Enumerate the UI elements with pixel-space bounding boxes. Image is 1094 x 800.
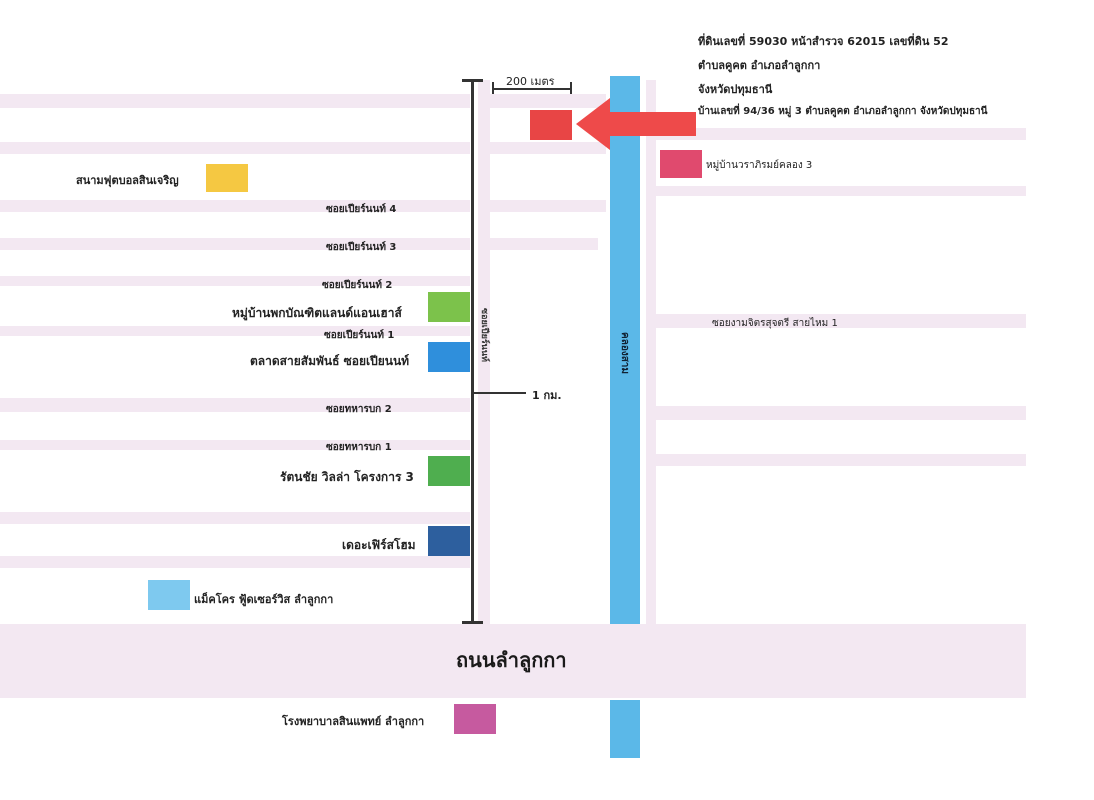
road-band-top (0, 94, 470, 108)
road-band-top-right (486, 94, 606, 108)
hospital-label: โรงพยาบาลสินแพทย์ ลำลูกกา (282, 715, 425, 728)
target-property-marker (530, 110, 572, 140)
road-band-right-2 (656, 186, 1026, 196)
arrow-left-icon (576, 98, 696, 150)
road-band-right-3 (656, 406, 1026, 420)
soi-label-2: ซอยเปียร์นนท์ 3 (326, 242, 397, 253)
road-band-7 (0, 512, 470, 524)
soi-label-3: ซอยเปียร์นนท์ 2 (322, 280, 393, 291)
canal-label: คลองสาม (619, 332, 630, 375)
right-vertical-road (646, 80, 656, 624)
first-home-marker (428, 526, 470, 556)
soi-label-1: ซอยเปียร์นนท์ 4 (326, 204, 397, 215)
soi-label-5: ซอยทหารบก 2 (326, 404, 392, 415)
scale-200-cap-right (570, 82, 572, 94)
scale-200-line (492, 88, 572, 90)
main-road (0, 624, 1026, 698)
scale-200-cap-left (492, 82, 494, 94)
village-right-marker (660, 150, 702, 178)
road-band-soi1 (0, 326, 470, 336)
village-pak-label: หมู่บ้านพกบัณฑิตแลนด์แอนเฮาส์ (232, 306, 402, 320)
road-band-soi3r (486, 238, 598, 250)
road-band-right-4 (656, 454, 1026, 466)
road-band-soi2 (0, 276, 470, 286)
road-band-right-1 (656, 128, 1026, 140)
road-band-taharn1 (0, 440, 470, 450)
makro-label: แม็คโคร ฟู้ดเซอร์วิส ลำลูกกา (194, 593, 334, 606)
header-line-1: ที่ดินเลขที่ 59030 หน้าสำรวจ 62015 เลขที… (698, 35, 949, 48)
village-right-label: หมู่บ้านวราภิรมย์คลอง 3 (706, 160, 813, 171)
header-line-4: บ้านเลขที่ 94/36 หมู่ 3 ตำบลคูคต อำเภอลำ… (698, 106, 988, 117)
scale-200-label: 200 เมตร (506, 75, 555, 88)
scale-bar-vertical (471, 80, 474, 624)
road-band-mid (0, 398, 470, 412)
main-road-label: ถนนลำลูกกา (456, 648, 567, 672)
road-band-soi4 (0, 200, 470, 212)
first-home-label: เดอะเฟิร์สโฮม (342, 538, 416, 552)
canal (610, 76, 640, 624)
soi-pier-vertical-road (478, 80, 490, 624)
header-line-3: จังหวัดปทุมธานี (698, 83, 773, 96)
road-band-soi3 (0, 238, 470, 250)
road-band-right-soi (656, 314, 1026, 328)
scale-bar-cap-top (462, 79, 483, 82)
hospital-marker (454, 704, 496, 734)
football-marker (206, 164, 248, 192)
scale-mid-label: 1 กม. (532, 389, 562, 402)
road-band-2 (0, 142, 470, 154)
rattanachai-label: รัตนชัย วิลล่า โครงการ 3 (280, 470, 414, 484)
road-band-2r (486, 142, 606, 154)
right-soi-label: ซอยงามจิตรสุจตรี สายไหม 1 (712, 318, 838, 329)
village-pak-marker (428, 292, 470, 322)
makro-marker (148, 580, 190, 610)
market-marker (428, 342, 470, 372)
football-label: สนามฟุตบอลสินเจริญ (76, 174, 179, 187)
soi-label-4: ซอยเปียร์นนท์ 1 (324, 330, 395, 341)
scale-bar-mid-tick (474, 392, 526, 394)
soi-label-6: ซอยทหารบก 1 (326, 442, 392, 453)
rattanachai-marker (428, 456, 470, 486)
road-band-8 (0, 556, 470, 568)
scale-bar-cap-bottom (462, 621, 483, 624)
header-line-2: ตำบลคูคต อำเภอลำลูกกา (698, 59, 821, 72)
soi-pier-vertical-label: ซอยเปียร์นนท์ (479, 308, 489, 362)
canal-lower (610, 700, 640, 758)
road-band-soi4r (486, 200, 606, 212)
market-label: ตลาดสายสัมพันธ์ ซอยเปียนนท์ (250, 354, 410, 368)
